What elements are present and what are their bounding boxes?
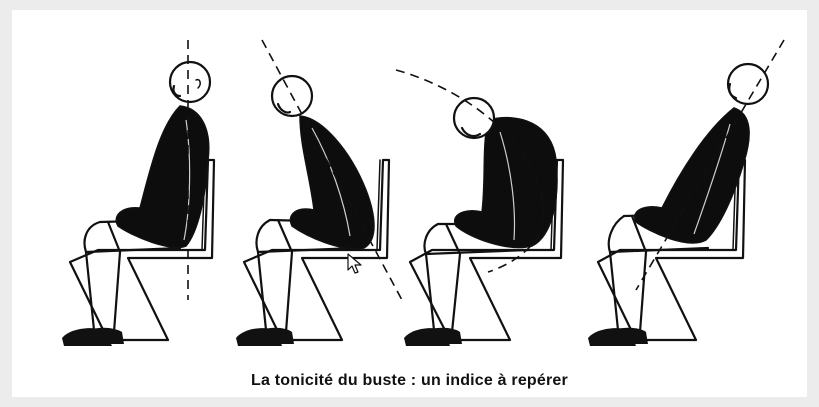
posture-axis (635, 39, 785, 291)
jacket (289, 115, 375, 250)
figure-leaning-back (588, 39, 785, 346)
figure-caption: La tonicité du buste : un indice à repér… (251, 372, 568, 389)
jacket (453, 116, 558, 249)
figure-slouched (236, 39, 403, 346)
figure-upright (62, 40, 216, 346)
head (452, 96, 496, 140)
head (726, 62, 770, 106)
figure-head-bowed (395, 69, 565, 346)
head (168, 60, 212, 104)
jacket (115, 105, 210, 248)
mouse-pointer-icon (347, 253, 362, 274)
jacket (633, 107, 750, 244)
posture-axis (261, 39, 403, 301)
